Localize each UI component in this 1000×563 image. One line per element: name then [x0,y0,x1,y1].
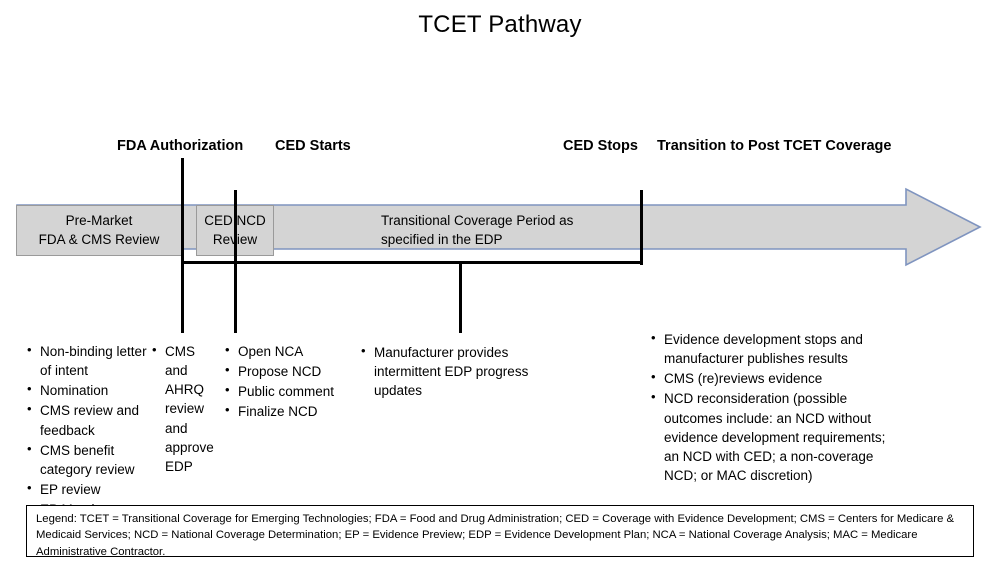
milestone-label-ced-starts: CED Starts [275,138,351,154]
list-item: Evidence development stops and manufactu… [651,329,887,368]
bullet-group-transitional-coverage: Manufacturer provides intermittent EDP p… [361,342,531,401]
segment-pre-market-line1: Pre-Market [65,213,133,229]
list-item: CMS review and feedback [27,400,155,439]
legend-line-2: Medicaid Services; NCD = National Covera… [36,529,918,542]
list-item: CMS (re)reviews evidence [651,368,887,388]
segment-transitional-line1: Transitional Coverage Period as [381,213,574,229]
tick-line-ced-starts [234,190,237,333]
bullet-group-fda-authorization: CMS and AHRQ review and approve EDP [152,341,218,477]
tick-line-ced-stops [640,190,643,265]
list-item: Finalize NCD [225,401,355,421]
segment-transitional-line2: specified in the EDP [381,231,503,247]
milestone-label-fda-authorization: FDA Authorization [117,138,244,154]
list-item: Nomination [27,380,155,400]
list-item: EP review [27,479,155,499]
milestone-label-transition-post-tcet: Transition to Post TCET Coverage [657,138,892,154]
bullet-group-post-tcet: Evidence development stops and manufactu… [651,329,887,486]
transitional-coverage-frame [181,197,643,264]
list-item: NCD reconsideration (possible outcomes i… [651,388,887,485]
list-item: Manufacturer provides intermittent EDP p… [361,342,531,400]
milestone-label-ced-stops: CED Stops [563,138,638,154]
tick-line-transitional-progress [459,264,462,333]
bullet-group-pre-market: Non-binding letter of intent Nomination … [27,341,155,520]
legend-box: Legend: TCET = Transitional Coverage for… [26,505,974,558]
segment-pre-market: Pre-Market FDA & CMS Review [16,205,182,256]
list-item: CMS and AHRQ review and approve EDP [152,341,218,476]
list-item: Open NCA [225,341,355,361]
legend-line-1: Legend: TCET = Transitional Coverage for… [36,513,955,525]
page-title: TCET Pathway [418,11,582,38]
legend-line-3: Administrative Contractor. [36,545,166,558]
list-item: Public comment [225,381,355,401]
bullet-group-ced-ncd-review: Open NCA Propose NCD Public comment Fina… [225,341,355,423]
list-item: Non-binding letter of intent [27,341,155,380]
tick-line-fda-authorization [181,158,184,333]
list-item: CMS benefit category review [27,440,155,479]
segment-pre-market-line2: FDA & CMS Review [38,231,160,247]
segment-transitional-coverage: Transitional Coverage Period as specifie… [280,205,642,256]
list-item: Propose NCD [225,361,355,381]
